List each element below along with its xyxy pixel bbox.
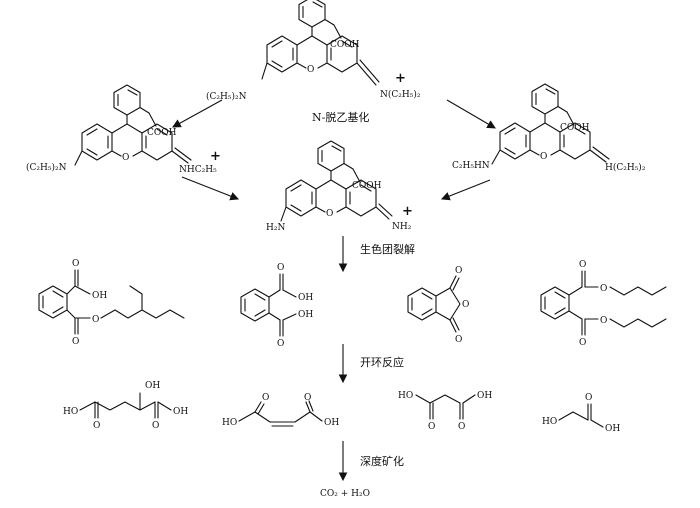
svg-text:HO: HO: [398, 391, 413, 401]
svg-text:O: O: [455, 335, 462, 345]
malonic-acid: HO O O OH: [398, 391, 492, 432]
svg-text:O: O: [122, 153, 129, 163]
svg-text:OH: OH: [298, 293, 313, 303]
svg-text:C₂H₅HN: C₂H₅HN: [452, 161, 490, 171]
svg-text:O: O: [93, 421, 100, 431]
svg-text:O: O: [72, 337, 79, 347]
svg-text:O: O: [277, 263, 284, 273]
svg-text:O: O: [307, 65, 314, 75]
svg-text:O: O: [579, 260, 586, 270]
svg-text:OH: OH: [298, 310, 313, 320]
svg-text:H(C₂H₅)₂: H(C₂H₅)₂: [605, 162, 646, 173]
svg-text:OH: OH: [173, 407, 188, 417]
deethylated-rhodamine-left: COOH (C₂H₅)₂N NHC₂H₅ + O: [26, 84, 221, 175]
deethylated-rhodamine-right: COOH C₂H₅HN H(C₂H₅)₂ O: [452, 83, 646, 173]
svg-text:COOH: COOH: [330, 40, 360, 50]
svg-text:OH: OH: [92, 291, 107, 301]
phthalic-acid: O OH O OH: [240, 263, 313, 349]
hydroxyglutaric-acid: HO O OH O OH: [63, 381, 188, 431]
svg-text:OH: OH: [324, 418, 339, 428]
svg-text:OH: OH: [477, 391, 492, 401]
svg-text:NHC₂H₅: NHC₂H₅: [179, 165, 217, 175]
svg-text:COOH: COOH: [352, 181, 382, 191]
mono-ethylhexyl-phthalate: O OH O O: [38, 259, 185, 347]
svg-text:(C₂H₅)₂N: (C₂H₅)₂N: [206, 91, 247, 102]
final-products: CO₂ + H₂O: [320, 489, 370, 499]
arrow-top-to-left: [172, 99, 223, 128]
svg-text:COOH: COOH: [147, 128, 177, 138]
svg-text:O: O: [458, 422, 465, 432]
svg-text:O: O: [428, 422, 435, 432]
svg-text:O: O: [277, 339, 284, 349]
svg-text:COOH: COOH: [560, 123, 590, 133]
glycolic-acid: HO O OH: [542, 393, 620, 434]
label-deep-mineralization: 深度矿化: [360, 454, 404, 468]
svg-text:OH: OH: [605, 424, 620, 434]
arrow-right-to-center: [440, 179, 491, 201]
svg-text:O: O: [579, 338, 586, 348]
phthalic-anhydride: O O O: [407, 266, 469, 345]
svg-text:O: O: [585, 393, 592, 403]
svg-text:NH₂: NH₂: [392, 222, 412, 232]
svg-text:HO: HO: [222, 418, 237, 428]
svg-text:N(C₂H₅)₂: N(C₂H₅)₂: [380, 89, 421, 100]
arrow-left-to-center: [181, 176, 240, 201]
svg-text:O: O: [326, 209, 333, 219]
svg-text:O: O: [304, 393, 311, 403]
svg-text:O: O: [600, 316, 607, 326]
svg-text:HO: HO: [63, 407, 78, 417]
dibutyl-phthalate: O O O O: [540, 260, 667, 348]
rhodamine-110-structure: COOH H₂N NH₂ + O: [266, 140, 413, 233]
label-ring-opening: 开环反应: [360, 355, 404, 369]
svg-text:O: O: [462, 300, 469, 310]
rhodamine-b-structure: COOH (C₂H₅)₂N N(C₂H₅)₂ + O: [206, 0, 421, 102]
svg-text:+: +: [210, 149, 221, 164]
svg-text:(C₂H₅)₂N: (C₂H₅)₂N: [26, 162, 67, 173]
svg-text:O: O: [540, 152, 547, 162]
svg-text:O: O: [600, 284, 607, 294]
arrow-top-to-right: [446, 99, 496, 129]
svg-text:O: O: [72, 259, 79, 269]
svg-text:H₂N: H₂N: [266, 223, 285, 233]
svg-text:O: O: [92, 315, 99, 325]
svg-text:O: O: [152, 421, 159, 431]
svg-text:HO: HO: [542, 417, 557, 427]
maleic-acid: HO O O OH: [222, 393, 339, 428]
svg-text:OH: OH: [145, 381, 160, 391]
svg-text:O: O: [262, 393, 269, 403]
label-deethylation: N-脱乙基化: [312, 110, 369, 124]
label-chromophore-cleavage: 生色团裂解: [360, 242, 415, 256]
svg-text:+: +: [402, 204, 413, 219]
svg-text:O: O: [455, 266, 462, 276]
svg-text:+: +: [395, 71, 406, 86]
